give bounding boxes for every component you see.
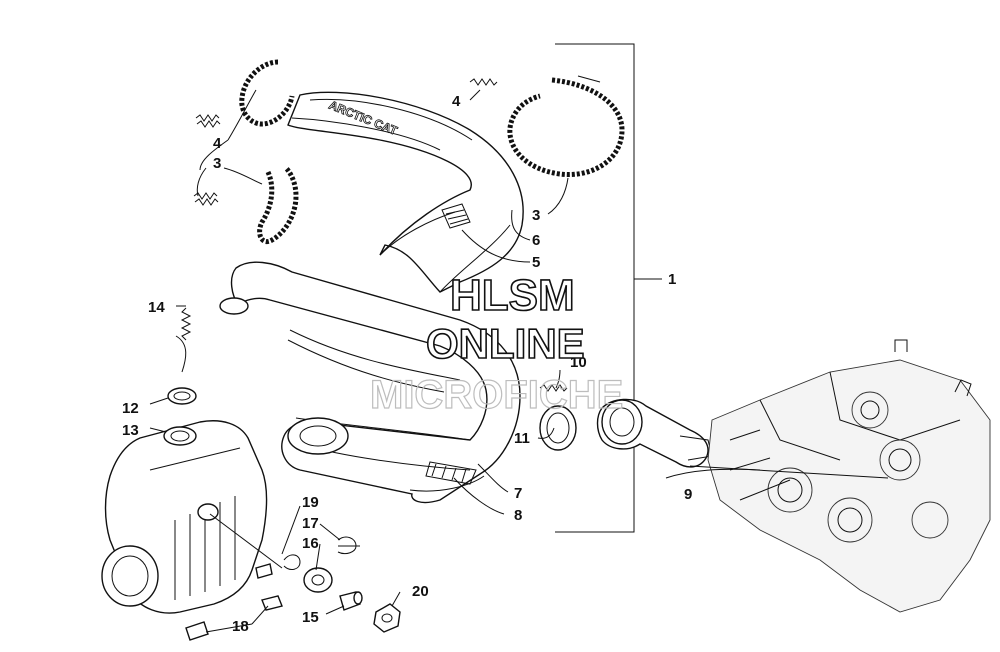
pin-15	[339, 591, 363, 611]
gasket-11	[539, 405, 577, 451]
callout-14: 14	[148, 299, 165, 316]
chain-3-ring	[507, 75, 625, 178]
nut-20	[373, 603, 401, 633]
callout-10: 10	[570, 354, 587, 371]
callout-4-left: 4	[213, 135, 222, 152]
chain-3-upper-left	[239, 59, 295, 127]
callout-13: 13	[122, 422, 139, 439]
watermark-line-1: HLSM	[450, 271, 575, 320]
callout-1: 1	[668, 271, 676, 288]
callout-4-top: 4	[452, 93, 461, 110]
spring-4-top	[469, 78, 498, 86]
washer-16	[303, 567, 333, 593]
grommet-12	[167, 387, 197, 405]
callout-5: 5	[532, 254, 540, 271]
watermark: HLSM ONLINE MICROFICHE	[369, 270, 624, 417]
muffler	[101, 420, 268, 614]
callout-17: 17	[302, 515, 319, 532]
callout-20: 20	[412, 583, 429, 600]
clip-19	[283, 554, 301, 570]
callout-11: 11	[514, 430, 530, 447]
callouts: 1 4 3 4 3 6 5 14 12 13 10 11 7 8 9 19 17…	[122, 93, 692, 635]
engine-block	[707, 339, 991, 613]
leader-lines	[149, 89, 889, 633]
callout-7: 7	[514, 485, 522, 502]
callout-12: 12	[122, 400, 139, 417]
callout-16: 16	[302, 535, 319, 552]
spring-4-left-lower	[193, 192, 219, 206]
chain-3-lower-left	[257, 166, 299, 244]
spring-10	[539, 384, 568, 392]
callout-6: 6	[532, 232, 540, 249]
watermark-line-2: ONLINE	[426, 320, 585, 367]
callout-18: 18	[232, 618, 249, 635]
callout-8: 8	[514, 507, 522, 524]
cotter-pin-17	[337, 536, 360, 555]
heat-guard	[287, 91, 524, 293]
callout-9: 9	[684, 486, 692, 503]
callout-3-right: 3	[532, 207, 540, 224]
watermark-line-3: MICROFICHE	[370, 373, 623, 417]
expansion-chamber	[219, 261, 521, 504]
spring-14	[180, 307, 192, 341]
callout-19: 19	[302, 494, 319, 511]
callout-15: 15	[302, 609, 319, 626]
spring-4-left-upper	[195, 114, 221, 128]
assembly-bracket	[555, 43, 662, 533]
callout-3-left: 3	[213, 155, 221, 172]
